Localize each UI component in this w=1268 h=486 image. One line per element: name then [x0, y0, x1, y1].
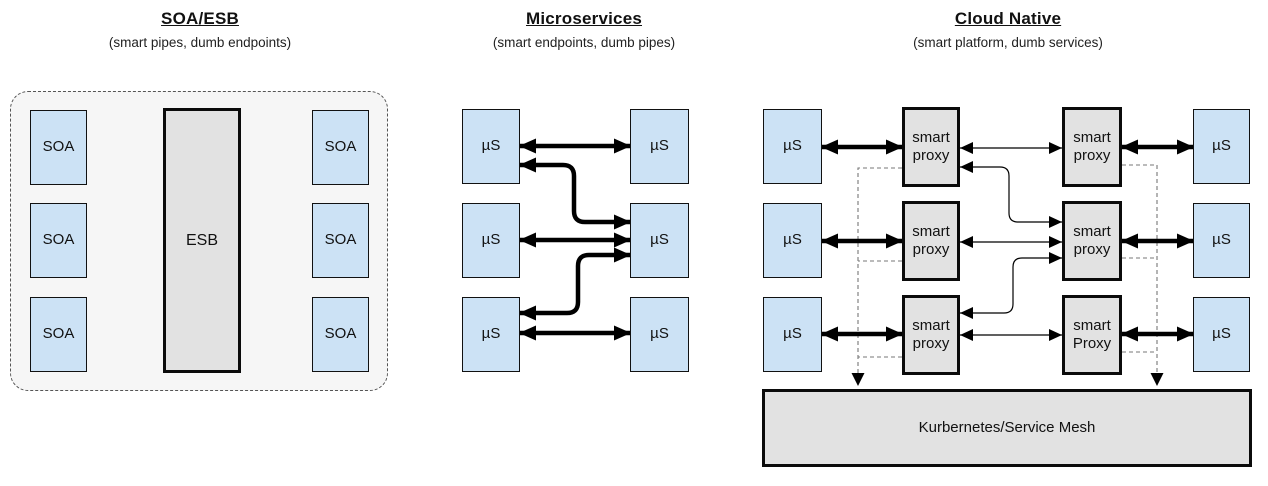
cloud-service-box: µS	[763, 297, 822, 372]
soa-panel-title: SOA/ESB	[161, 9, 239, 28]
cloud-service-box: µS	[763, 109, 822, 184]
microservice-box: µS	[630, 203, 689, 278]
cloud-service-box: µS	[1193, 203, 1250, 278]
soa-box: SOA	[30, 203, 87, 278]
soa-box: SOA	[30, 297, 87, 372]
cross-link-1	[960, 161, 1062, 228]
microservices-panel-subtitle: (smart endpoints, dumb pipes)	[492, 35, 676, 50]
soa-box: SOA	[30, 110, 87, 185]
microservice-box: µS	[462, 297, 520, 372]
smart-proxy-box: smart Proxy	[1062, 295, 1122, 375]
microservices-arrows	[519, 138, 631, 341]
microservice-box: µS	[462, 203, 520, 278]
smart-proxy-box: smart proxy	[902, 107, 960, 187]
ms-cross-link-2	[519, 247, 631, 321]
smart-proxy-box: smart proxy	[902, 201, 960, 281]
esb-box: ESB	[163, 108, 241, 373]
soa-box: SOA	[312, 110, 369, 185]
ms-cross-link-1	[519, 157, 631, 230]
cloud-native-thick-arrows	[821, 139, 1194, 342]
dashed-trunk-right	[1122, 164, 1164, 386]
platform-box: Kurbernetes/Service Mesh	[762, 389, 1252, 467]
microservice-box: µS	[462, 109, 520, 184]
cloud-service-box: µS	[1193, 109, 1250, 184]
soa-box: SOA	[312, 297, 369, 372]
microservice-box: µS	[630, 297, 689, 372]
cloud-service-box: µS	[763, 203, 822, 278]
dashed-trunk-left	[851, 167, 902, 386]
smart-proxy-box: smart proxy	[902, 295, 960, 375]
cloud-native-thin-arrows	[960, 142, 1062, 341]
cloud-native-panel-title: Cloud Native	[954, 9, 1062, 28]
cloud-native-panel-subtitle: (smart platform, dumb services)	[913, 35, 1103, 50]
smart-proxy-box: smart proxy	[1062, 107, 1122, 187]
microservices-panel-title: Microservices	[525, 9, 643, 28]
cross-link-2	[960, 252, 1062, 319]
smart-proxy-box: smart proxy	[1062, 201, 1122, 281]
soa-panel-subtitle: (smart pipes, dumb endpoints)	[108, 35, 292, 50]
cloud-service-box: µS	[1193, 297, 1250, 372]
soa-box: SOA	[312, 203, 369, 278]
microservice-box: µS	[630, 109, 689, 184]
